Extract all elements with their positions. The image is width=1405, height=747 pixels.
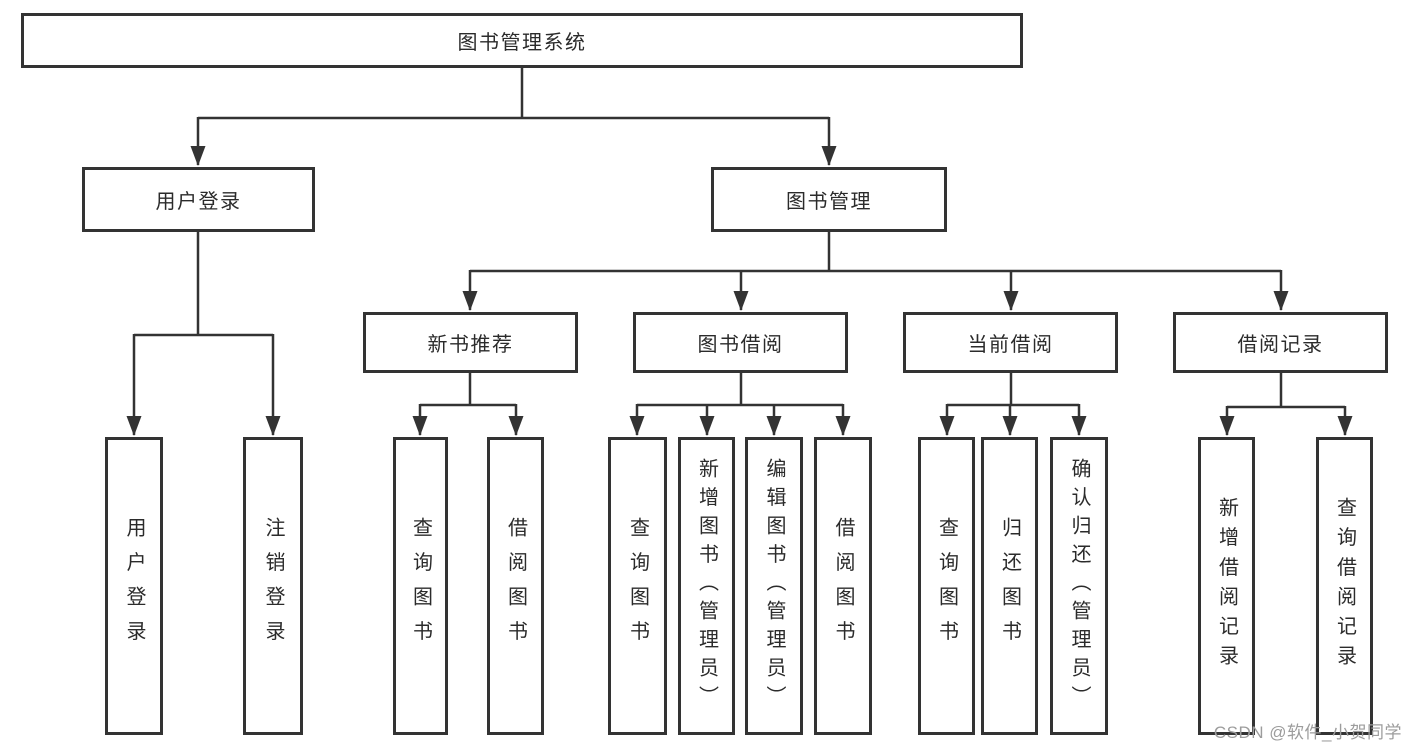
leaf-return-book-label: 归还图书 — [998, 517, 1021, 655]
leaf-borrow-books-recommend-label: 借阅图书 — [504, 517, 527, 655]
leaf-return-book: 归还图书 — [981, 437, 1038, 735]
leaf-add-borrow-record-label: 新增借阅记录 — [1215, 497, 1238, 675]
leaf-query-books-current: 查询图书 — [918, 437, 975, 735]
node-current-borrowing: 当前借阅 — [903, 312, 1118, 373]
leaf-query-books-borrowing: 查询图书 — [608, 437, 667, 735]
leaf-query-books-current-label: 查询图书 — [935, 517, 958, 655]
leaf-borrow-books-borrowing: 借阅图书 — [814, 437, 872, 735]
leaf-borrow-books-borrowing-label: 借阅图书 — [832, 517, 854, 655]
node-book-borrowing-label: 图书借阅 — [697, 334, 784, 356]
leaf-borrow-books-recommend: 借阅图书 — [487, 437, 544, 735]
leaf-query-books-borrowing-label: 查询图书 — [626, 517, 649, 655]
leaf-confirm-return-admin-label: 确认归还（管理员） — [1068, 458, 1090, 714]
node-user-login: 用户登录 — [82, 167, 315, 232]
leaf-add-book-admin: 新增图书（管理员） — [678, 437, 735, 735]
leaf-add-borrow-record: 新增借阅记录 — [1198, 437, 1255, 735]
node-new-book-recommend-label: 新书推荐 — [427, 334, 514, 356]
leaf-add-book-admin-label: 新增图书（管理员） — [695, 458, 718, 714]
node-borrowing-records: 借阅记录 — [1173, 312, 1388, 373]
node-root: 图书管理系统 — [21, 13, 1023, 68]
leaf-query-borrow-record: 查询借阅记录 — [1316, 437, 1373, 735]
node-borrowing-records-label: 借阅记录 — [1237, 334, 1324, 356]
node-user-login-label: 用户登录 — [155, 191, 242, 213]
node-root-label: 图书管理系统 — [457, 32, 587, 54]
node-book-management: 图书管理 — [711, 167, 947, 232]
csdn-watermark: CSDN @软件_小贺同学 — [1213, 723, 1402, 742]
node-book-borrowing: 图书借阅 — [633, 312, 848, 373]
leaf-confirm-return-admin: 确认归还（管理员） — [1050, 437, 1108, 735]
node-new-book-recommend: 新书推荐 — [363, 312, 578, 373]
leaf-edit-book-admin-label: 编辑图书（管理员） — [763, 458, 785, 714]
leaf-logout: 注销登录 — [243, 437, 303, 735]
leaf-user-login-label: 用户登录 — [123, 517, 145, 655]
leaf-query-borrow-record-label: 查询借阅记录 — [1333, 497, 1356, 675]
leaf-user-login: 用户登录 — [105, 437, 163, 735]
node-current-borrowing-label: 当前借阅 — [967, 334, 1054, 356]
leaf-edit-book-admin: 编辑图书（管理员） — [745, 437, 803, 735]
leaf-query-books-recommend: 查询图书 — [393, 437, 448, 735]
leaf-query-books-recommend-label: 查询图书 — [409, 517, 432, 655]
node-book-management-label: 图书管理 — [786, 191, 872, 213]
leaf-logout-label: 注销登录 — [262, 517, 284, 655]
